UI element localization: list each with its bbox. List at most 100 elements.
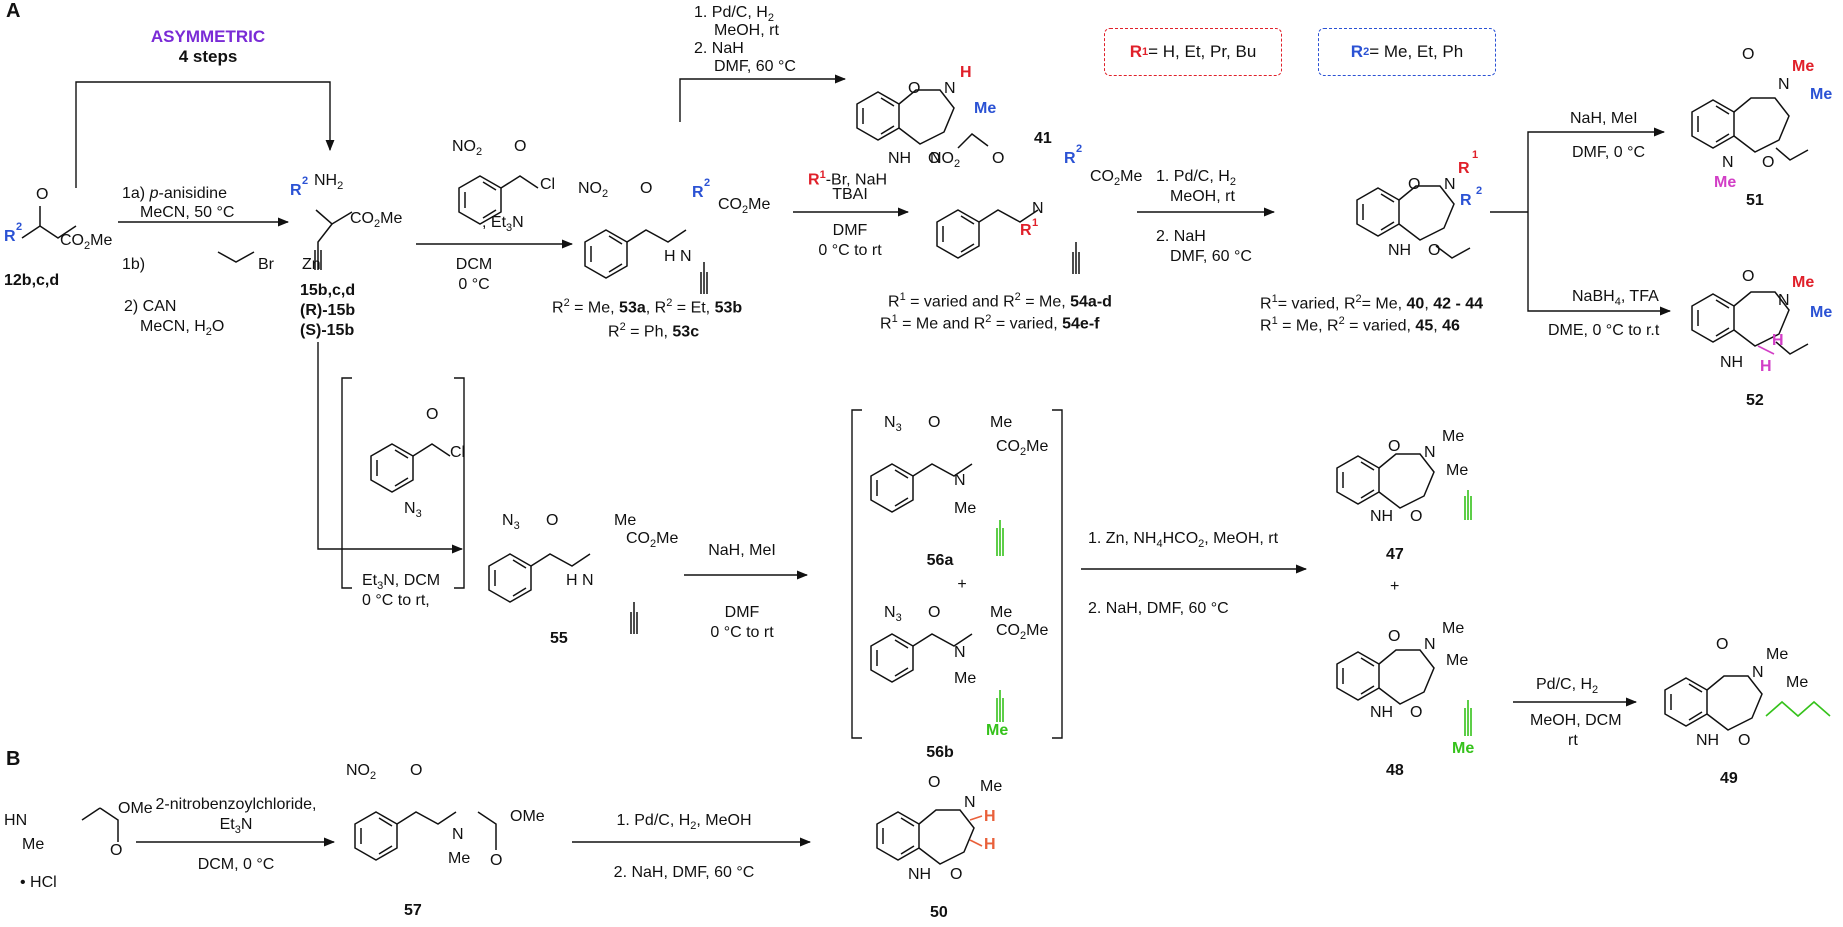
atom-53-no2: NO2 [578, 180, 608, 203]
cond-cyc-1b: MeOH, rt [1170, 188, 1235, 205]
orange-bonds [969, 815, 983, 847]
atom-azreagent-n3: N3 [404, 500, 422, 523]
panel-label-b: B [6, 748, 21, 770]
atom-53-no-sub: 2 [602, 188, 609, 201]
s40-sup2: 2 [1355, 293, 1362, 305]
atom-12-r: R [4, 228, 16, 245]
atom-56b-n3: N3 [884, 604, 902, 627]
atom-40-r2: R [1460, 192, 1472, 209]
s53-r: R [552, 299, 564, 317]
cond-top-1b: MeOH, rt [714, 22, 779, 39]
arrow-asymmetric-route [75, 81, 335, 188]
cond-me-2: DMF, 0 °C [1572, 144, 1646, 161]
bracket-azidobenzoyl-left [341, 377, 352, 589]
compound-49-label: 49 [1720, 770, 1738, 787]
atom-48-nh: NH [1370, 704, 1394, 721]
atom-56b-co: CO [996, 622, 1020, 639]
atom-54-r2-sup: 2 [1076, 143, 1083, 155]
atom-54-r1-sup: 1 [1032, 217, 1039, 229]
cond-top-2b: DMF, 60 °C [714, 58, 796, 75]
s40-sup: 1 [1271, 293, 1278, 305]
cond-step1b-zn: Zn [302, 256, 321, 273]
atom-40-o-top: O [1408, 176, 1421, 193]
atom-53-co-sub: 2 [742, 204, 749, 217]
cond-step2-o: O [211, 318, 225, 335]
cond-top-1: 1. Pd/C, H2 [694, 4, 774, 27]
cond-step2-sub: 2 [205, 326, 212, 339]
atom-15-nh-sub: 2 [337, 180, 344, 193]
bracket-56-left [851, 409, 862, 739]
propyl-41 [957, 133, 989, 149]
sarcosine-ester [99, 807, 119, 842]
atom-47-n: N [1424, 444, 1436, 461]
cond-alk-4: 0 °C to rt [818, 242, 882, 259]
atom-reagent-no-sub: 2 [476, 146, 483, 159]
atom-48-n: N [1424, 636, 1436, 653]
atom-47-o-top: O [1388, 438, 1401, 455]
atom-12-co: CO [60, 232, 84, 249]
atom-56b-n2: N [954, 644, 966, 661]
compound-15r-label: (R)-15b [300, 302, 356, 319]
atom-57-n: N [452, 826, 464, 843]
atom-56a-n2: N [954, 472, 966, 489]
atom-49-o-bottom: O [1738, 732, 1751, 749]
cond-cyc-2: 2. NaH [1156, 228, 1206, 245]
arrow-40-to-51 [1527, 127, 1666, 212]
atom-15-co-sub: 2 [374, 218, 381, 231]
cond-acyl-et: , Et [482, 214, 507, 231]
cond-top-1-sub: 2 [767, 12, 774, 25]
propyl-52 [1775, 341, 1809, 355]
atom-12-o: O [36, 186, 49, 203]
cond-cyc-1-sub: 2 [1229, 176, 1236, 189]
atom-56b-co-sub: 2 [1020, 630, 1027, 643]
atom-reagent-no2: NO2 [452, 138, 482, 161]
cond-step1a-rest: -anisidine [158, 185, 227, 202]
atom-52-h1: H [1772, 332, 1784, 349]
compound-47-label: 47 [1386, 546, 1404, 563]
s40l2-sep: , [1433, 317, 1443, 335]
atom-56a-o: O [928, 414, 941, 431]
s40l2-mid: = Me, R [1277, 317, 1339, 335]
cond-red-2: DME, 0 °C to r.t [1548, 322, 1660, 339]
plus-56: + [957, 576, 967, 593]
ring-azidobenzoyl-reagent [370, 443, 451, 493]
atom-54-me: Me [1120, 168, 1143, 185]
atom-53-ester: CO2Me [718, 196, 770, 219]
atom-56a-n3: N3 [884, 414, 902, 437]
brackets [341, 377, 1063, 739]
cond-red-nabh: NaBH [1572, 288, 1615, 305]
cond-b-4-sub: 2 [690, 820, 697, 833]
atom-51-me-n: Me [1792, 58, 1815, 75]
atom-54-ester: CO2Me [1090, 168, 1142, 191]
atom-15-nh: NH [314, 172, 338, 189]
ring-41 [856, 89, 955, 145]
cond-b-n: N [240, 816, 253, 833]
s40-r: R [1260, 295, 1272, 313]
legend-r2-values: = Me, Et, Ph [1369, 42, 1464, 61]
atom-55-ester: CO2Me [626, 530, 678, 553]
atom-49-nh: NH [1696, 732, 1720, 749]
s40-40: 40 [1406, 295, 1425, 313]
atom-49-n: N [1752, 664, 1764, 681]
cond-alk-rest: -Br, NaH [825, 171, 888, 189]
bracket-56-right [1052, 409, 1063, 739]
atom-54-no2: NO2 [930, 150, 960, 173]
atom-52-o-top: O [1742, 268, 1755, 285]
atom-53-me: Me [748, 196, 771, 213]
cond-acyl-sub: 3 [506, 222, 513, 235]
s53l2-c: 53c [672, 323, 700, 341]
cond-step2-mecn: MeCN, H [140, 318, 206, 335]
cond-cyc-2b: DMF, 60 °C [1170, 248, 1252, 265]
compound-57-label: 57 [404, 902, 422, 919]
atom-53-o: O [640, 180, 653, 197]
cond-step2-solvent: MeCN, H2O [140, 318, 224, 341]
s53-mid2: , R [645, 299, 667, 317]
atom-56b-me: Me [990, 604, 1013, 621]
atom-56b-sub: 3 [895, 612, 902, 625]
atom-56a-sub: 3 [895, 422, 902, 435]
cond-zn-sub: 4 [1156, 538, 1163, 551]
cond-b-3: DCM, 0 °C [197, 856, 275, 873]
atom-40-r1-sup: 1 [1472, 149, 1479, 161]
ring-54 [936, 209, 1039, 259]
